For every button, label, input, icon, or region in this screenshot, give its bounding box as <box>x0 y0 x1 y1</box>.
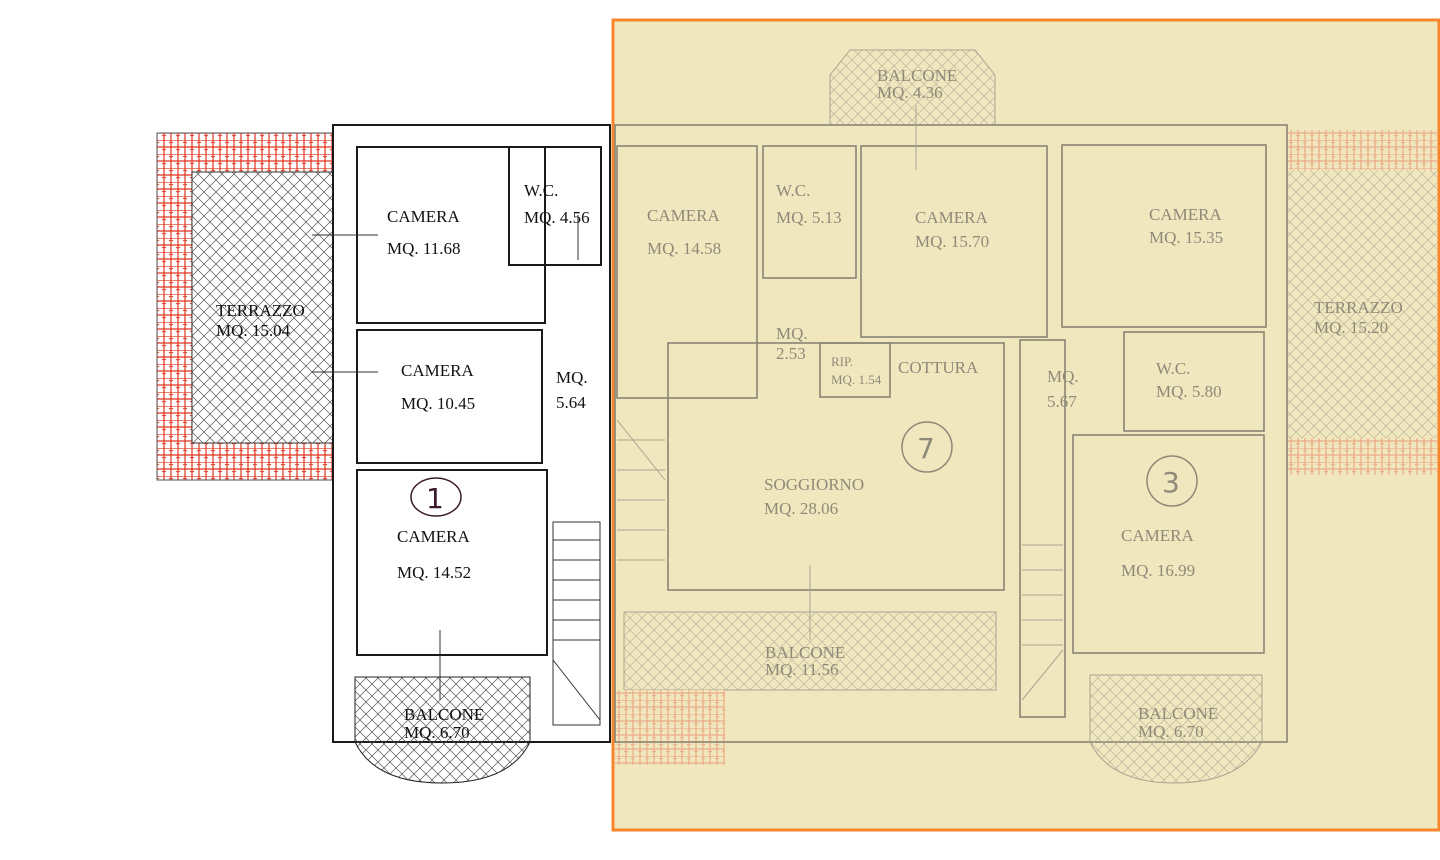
room-area: MQ. 6.70 <box>404 723 470 742</box>
room-camera-1045 <box>356 329 543 464</box>
balcone-right <box>1089 674 1263 784</box>
room <box>762 145 857 279</box>
room-area: MQ. 4.56 <box>524 208 590 227</box>
unit-right: BALCONE MQ. 4.36 CAMERA MQ. 14.58 W.C. M… <box>614 49 1437 784</box>
room-area: 5.67 <box>1047 392 1077 411</box>
stair-wall <box>1019 339 1066 718</box>
room-area: MQ. 11.56 <box>765 660 839 679</box>
room-label: CAMERA <box>1121 526 1194 545</box>
room-area: MQ. 28.06 <box>764 499 838 518</box>
room-area: 5.64 <box>556 393 586 412</box>
room-label: RIP. <box>831 354 853 369</box>
room-label: TERRAZZO <box>1314 298 1403 317</box>
room-area: MQ. 15.35 <box>1149 228 1223 247</box>
unit-left: CAMERA MQ. 11.68 W.C. MQ. 4.56 CAMERA MQ… <box>156 124 611 784</box>
room-label: MQ. <box>1047 367 1079 386</box>
terrazzo-right-hatch <box>1288 170 1437 438</box>
terrazzo-hatch <box>191 171 334 444</box>
room-label: MQ. <box>556 368 588 387</box>
room <box>616 145 758 399</box>
room-label: W.C. <box>776 181 810 200</box>
unit-number-circle <box>1146 455 1198 507</box>
unit-number: 7 <box>917 432 935 465</box>
room-area: MQ. 4.36 <box>877 83 943 102</box>
room <box>1061 144 1267 328</box>
room-label: CAMERA <box>397 527 470 546</box>
room-area: MQ. 14.52 <box>397 563 471 582</box>
room-label: BALCONE <box>877 66 957 85</box>
room <box>1072 434 1265 654</box>
room-label: TERRAZZO <box>216 301 305 320</box>
room-label: CAMERA <box>387 207 460 226</box>
room-area: MQ. 5.13 <box>776 208 842 227</box>
unit-number-circle <box>901 421 953 473</box>
room-area: MQ. 11.68 <box>387 239 461 258</box>
balcone-left <box>354 676 531 784</box>
room-label: CAMERA <box>1149 205 1222 224</box>
room-label: MQ. <box>776 324 808 343</box>
room-label: CAMERA <box>401 361 474 380</box>
room-area: MQ. 10.45 <box>401 394 475 413</box>
room-label: W.C. <box>1156 359 1190 378</box>
room-area: MQ. 16.99 <box>1121 561 1195 580</box>
room-label: COTTURA <box>898 358 979 377</box>
unit-numbers-right: 7 3 <box>901 421 1198 507</box>
room-wc-456 <box>508 146 602 266</box>
room-label: W.C. <box>524 181 558 200</box>
room <box>1123 331 1265 432</box>
room-label: BALCONE <box>1138 704 1218 723</box>
room-area: 2.53 <box>776 344 806 363</box>
unit-number: 3 <box>1162 466 1180 499</box>
room-area: MQ. 14.58 <box>647 239 721 258</box>
room-label: CAMERA <box>647 206 720 225</box>
room-label: SOGGIORNO <box>764 475 864 494</box>
room-area: MQ. 15.04 <box>216 321 291 340</box>
room-label: CAMERA <box>915 208 988 227</box>
room-label: BALCONE <box>765 643 845 662</box>
room-area: MQ. 1.54 <box>831 372 882 387</box>
room-camera-1168 <box>356 146 546 324</box>
room-area: MQ. 5.80 <box>1156 382 1222 401</box>
unit-number-circle <box>410 477 462 517</box>
unit-number: 1 <box>426 482 444 515</box>
room-area: MQ. 15.70 <box>915 232 989 251</box>
tiles-bottom <box>615 690 725 765</box>
room <box>667 342 1005 591</box>
room-area: MQ. 15.20 <box>1314 318 1388 337</box>
room <box>860 145 1048 338</box>
room-area: MQ. 6.70 <box>1138 722 1204 741</box>
room-label: BALCONE <box>404 705 484 724</box>
stairs <box>552 521 601 726</box>
room-camera-1452 <box>356 469 548 656</box>
outer-wall-right <box>614 124 1288 743</box>
